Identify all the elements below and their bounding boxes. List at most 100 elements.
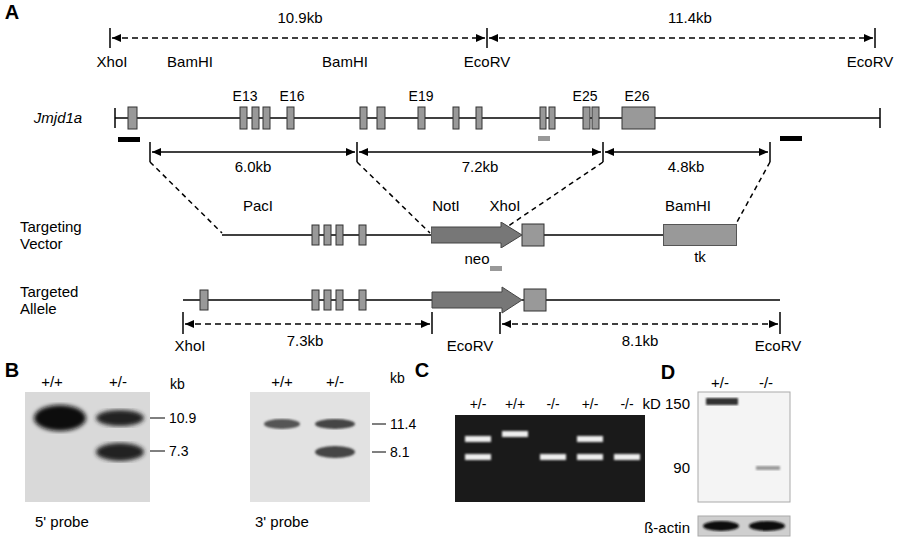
- band: [756, 466, 780, 470]
- exon-label: E16: [280, 88, 305, 104]
- genotype-label: +/+: [271, 373, 293, 390]
- dashed-guide: [737, 162, 770, 222]
- blot: [698, 392, 790, 502]
- tick: [769, 142, 771, 162]
- site-label: PacI: [243, 197, 273, 214]
- exon: [359, 225, 366, 245]
- targeted-allele: [183, 287, 780, 334]
- exon: [324, 290, 331, 310]
- band: [315, 419, 355, 429]
- exon: [287, 107, 294, 129]
- exon: [549, 107, 555, 129]
- span-arrows: [110, 28, 875, 48]
- tick: [879, 108, 881, 128]
- site-label: XhoI: [97, 53, 128, 70]
- tick: [874, 28, 876, 48]
- site-label: EcoRV: [755, 337, 801, 354]
- tick: [431, 312, 433, 334]
- exon: [312, 290, 319, 310]
- genotype-label: +/-: [109, 373, 127, 390]
- genotype-label: -/-: [546, 396, 559, 412]
- tick: [499, 312, 501, 334]
- panel-letter: B: [5, 359, 19, 382]
- exon: [336, 225, 343, 245]
- blot: [698, 516, 790, 536]
- site-label: BamHI: [665, 197, 711, 214]
- panel-letter: C: [415, 359, 429, 382]
- probe-label: 5' probe: [35, 513, 89, 530]
- band: [264, 419, 300, 429]
- exon: [263, 107, 270, 129]
- site-label: BamHI: [167, 53, 213, 70]
- exon: [592, 107, 599, 129]
- genotype-label: +/+: [41, 373, 63, 390]
- gene-map: [115, 107, 880, 142]
- exon: [524, 289, 546, 311]
- band: [96, 410, 144, 426]
- dashed-span: [112, 37, 485, 39]
- exon-label: E13: [233, 88, 258, 104]
- allele-line: [183, 299, 432, 301]
- cassette-label: neo: [428, 250, 526, 267]
- band: [577, 454, 603, 460]
- gel: [25, 392, 150, 502]
- dashed-span: [502, 323, 778, 325]
- unit-label: kb: [390, 370, 405, 386]
- exon: [252, 107, 259, 129]
- exon-label: E26: [625, 88, 650, 104]
- exon: [128, 107, 137, 129]
- neo-arrow: [432, 287, 522, 313]
- exon: [377, 107, 385, 129]
- tick: [602, 142, 604, 162]
- tick: [114, 108, 116, 128]
- band: [96, 443, 144, 461]
- loading-label: ß-actin: [644, 519, 690, 536]
- site-label: BamHI: [322, 53, 368, 70]
- marker-label: kD 150: [642, 395, 690, 412]
- arm-span: [605, 151, 768, 153]
- exon: [312, 225, 319, 245]
- exon: [453, 107, 459, 129]
- tick: [149, 142, 151, 162]
- exon: [200, 290, 208, 310]
- allele-spans: [183, 312, 780, 334]
- marker-label: 90: [673, 459, 690, 476]
- site-label: XhoI: [175, 337, 206, 354]
- gene-line: [115, 117, 880, 119]
- exon: [476, 107, 482, 129]
- probe-label: 3' probe: [255, 513, 309, 530]
- tk-cassette: tk: [660, 224, 740, 265]
- exon-label: E19: [409, 88, 434, 104]
- genotype-label: +/-: [470, 396, 487, 412]
- probe-bar: [780, 136, 802, 141]
- length-label: 7.2kb: [462, 158, 499, 175]
- exon: [336, 290, 343, 310]
- panel-letter: A: [5, 1, 19, 24]
- gel: [250, 392, 370, 502]
- arm-span: [359, 151, 601, 153]
- exon: [360, 107, 367, 129]
- length-label: 11.4kb: [668, 9, 712, 26]
- neo-cassette: neo: [428, 222, 526, 267]
- row-label: Targeted Allele: [20, 283, 100, 318]
- site-label: NotI: [432, 197, 460, 214]
- unit-label: kb: [170, 376, 185, 392]
- length-label: 4.8kb: [668, 158, 705, 175]
- dashed-guide: [150, 162, 222, 233]
- band: [706, 398, 738, 405]
- pcr-gel: [455, 415, 645, 502]
- site-label: EcoRV: [847, 53, 893, 70]
- exons: [128, 107, 655, 129]
- band: [614, 454, 640, 460]
- dashed-guide: [357, 162, 430, 233]
- exon: [324, 225, 331, 245]
- size-label: 8.1: [390, 444, 409, 460]
- band: [315, 446, 355, 458]
- arm-arrows: [150, 142, 770, 233]
- tick: [109, 28, 111, 48]
- genotype-label: -/-: [620, 396, 633, 412]
- bands: [465, 431, 640, 460]
- exon: [522, 224, 544, 246]
